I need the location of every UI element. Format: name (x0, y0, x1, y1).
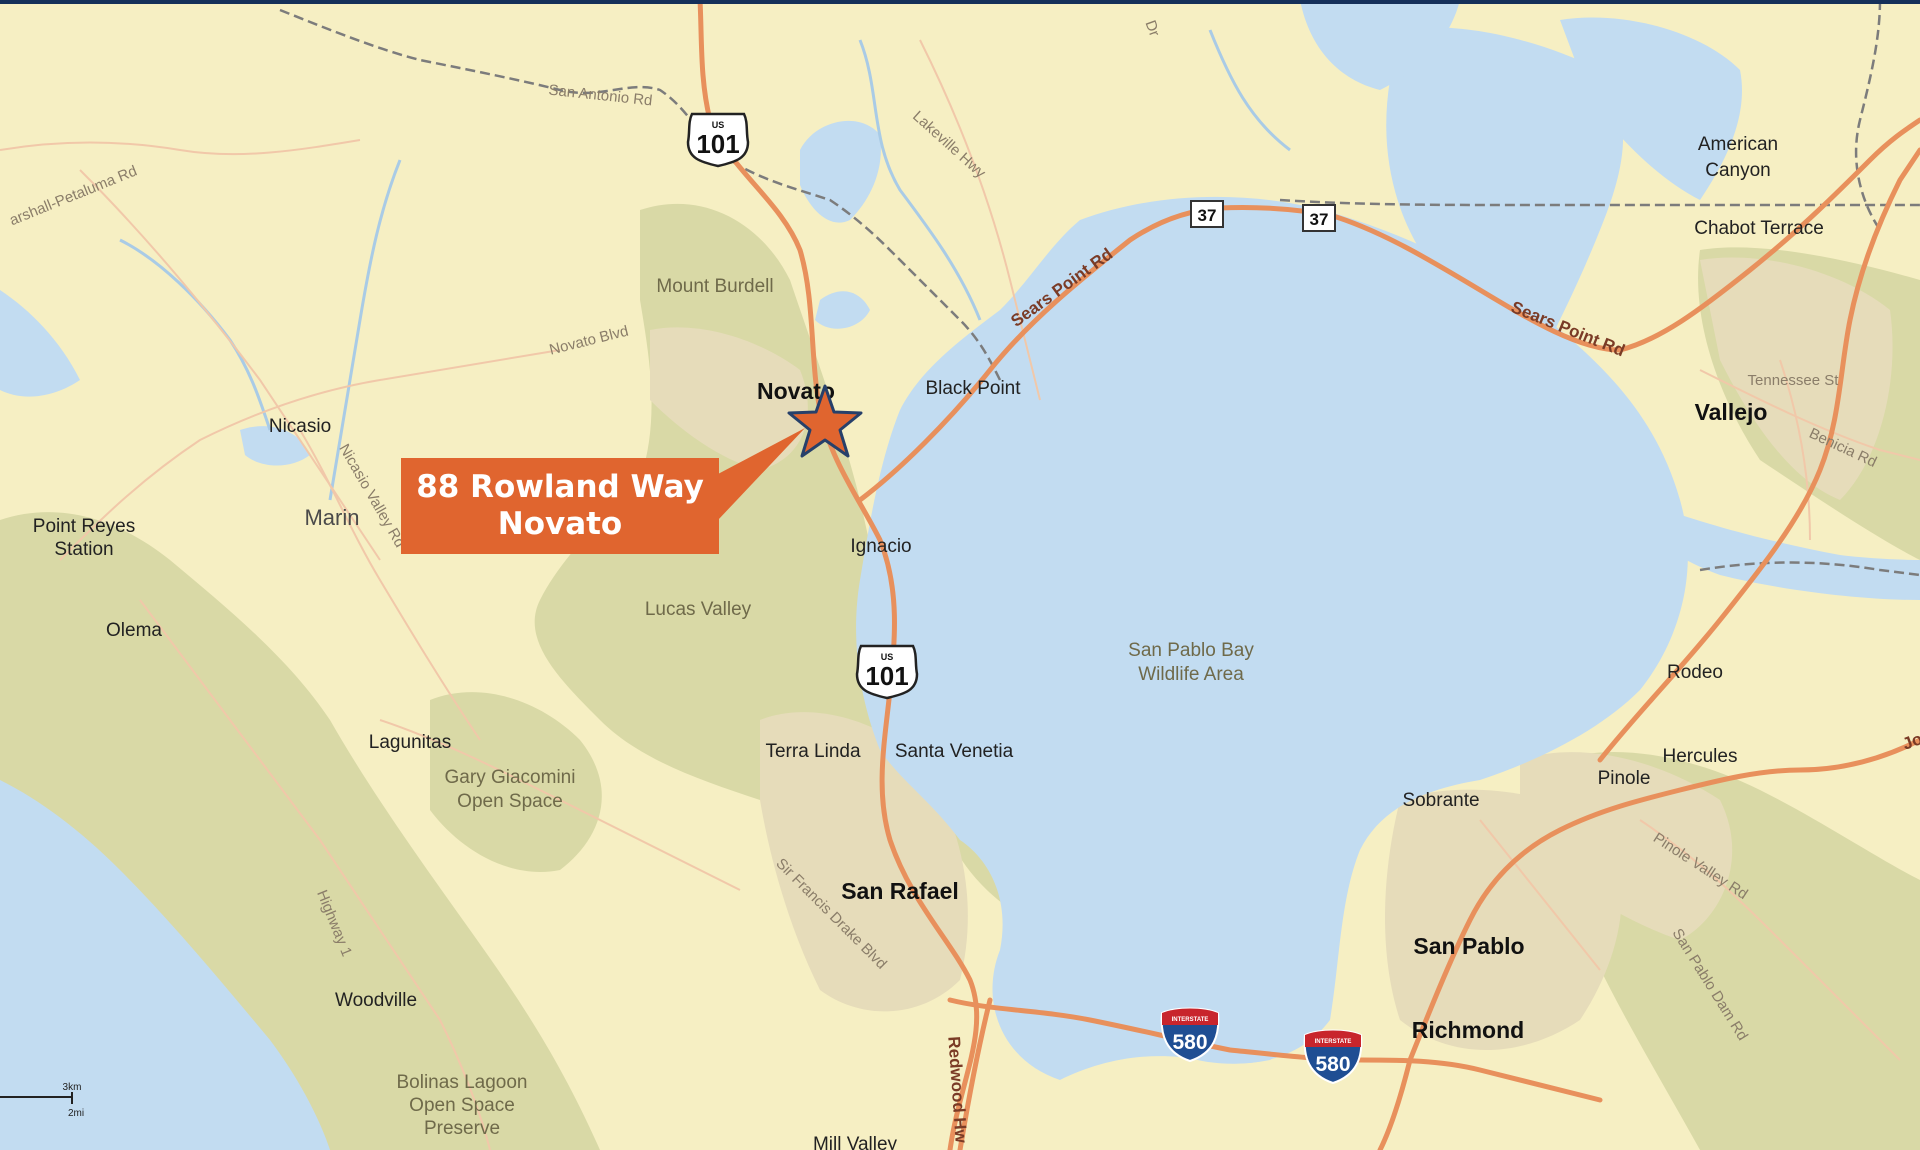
svg-text:INTERSTATE: INTERSTATE (1172, 1017, 1209, 1023)
callout-city: Novato (497, 506, 623, 542)
park-label-gary-giacomini-2: Open Space (457, 791, 563, 812)
callout-address: 88 Rowland Way (416, 469, 704, 505)
place-label-lagunitas: Lagunitas (369, 732, 451, 753)
sr37-shield-east: 37 (1302, 204, 1336, 232)
park-label-gary-giacomini-1: Gary Giacomini (445, 767, 576, 788)
i580-shield-east: INTERSTATE 580 (1303, 1029, 1363, 1085)
place-label-santa-venetia: Santa Venetia (895, 741, 1014, 762)
scale-bar: 3km 2mi (0, 1082, 84, 1119)
place-label-point-reyes-2: Station (54, 539, 113, 560)
region-label-marin: Marin (304, 505, 359, 530)
road-label-partial-right: Jo (1900, 729, 1920, 754)
sr37-route (857, 117, 1920, 503)
place-label-olema: Olema (106, 620, 162, 641)
us-highway-shield-icon (686, 112, 750, 168)
park-labels: Mount Burdell Lucas Valley Gary Giacomin… (397, 276, 1255, 1139)
park-label-bolinas-2: Open Space (409, 1095, 515, 1116)
place-label-pinole: Pinole (1598, 768, 1651, 789)
svg-text:101: 101 (696, 129, 739, 159)
place-label-mill-valley: Mill Valley (813, 1134, 898, 1150)
top-border (0, 0, 1920, 4)
place-label-ignacio: Ignacio (850, 536, 911, 557)
svg-text:US: US (712, 120, 725, 130)
city-label-vallejo: Vallejo (1695, 399, 1768, 425)
park-label-bolinas-1: Bolinas Lagoon (397, 1072, 528, 1093)
us101-shield-north: US 101 (686, 112, 750, 168)
us-highway-shield-icon (855, 644, 919, 700)
svg-text:580: 580 (1315, 1053, 1350, 1076)
park-label-san-pablo-bay-1: San Pablo Bay (1128, 640, 1254, 661)
star-icon[interactable] (787, 384, 863, 458)
road-label-tennessee: Tennessee St (1748, 372, 1840, 389)
svg-text:580: 580 (1172, 1031, 1207, 1054)
place-label-black-point: Black Point (925, 378, 1021, 399)
park-label-lucas-valley: Lucas Valley (645, 599, 752, 620)
place-labels: Nicasio Point Reyes Station Olema Laguni… (33, 134, 1824, 1150)
svg-text:INTERSTATE: INTERSTATE (1315, 1039, 1352, 1045)
place-label-sobrante: Sobrante (1402, 790, 1479, 811)
us101-shield-south: US 101 (855, 644, 919, 700)
place-label-chabot-terrace: Chabot Terrace (1694, 218, 1824, 239)
place-label-hercules: Hercules (1663, 746, 1738, 767)
place-label-point-reyes-1: Point Reyes (33, 516, 135, 537)
svg-text:37: 37 (1198, 206, 1217, 225)
park-label-mount-burdell: Mount Burdell (656, 276, 773, 297)
place-label-terra-linda: Terra Linda (765, 741, 860, 762)
i80-north (1597, 147, 1920, 763)
place-label-nicasio: Nicasio (269, 416, 331, 437)
i580-route (947, 997, 1603, 1103)
park-label-bolinas-3: Preserve (424, 1118, 500, 1139)
state-route-shield-icon (1190, 200, 1224, 228)
scale-label-km: 3km (63, 1082, 82, 1093)
place-label-rodeo: Rodeo (1667, 662, 1723, 683)
svg-text:101: 101 (865, 661, 908, 691)
minor-roads (0, 39, 1920, 1150)
place-label-american-canyon-1: American (1698, 134, 1778, 155)
us101-route (697, 0, 980, 1150)
callout-pointer (718, 428, 805, 520)
i80-route (1377, 737, 1920, 1150)
i580-shield-west: INTERSTATE 580 (1160, 1007, 1220, 1063)
city-label-san-pablo: San Pablo (1413, 933, 1524, 959)
state-route-shield-icon (1302, 204, 1336, 232)
city-labels: Novato San Rafael Vallejo San Pablo Rich… (757, 378, 1767, 1043)
svg-text:US: US (881, 652, 894, 662)
svg-text:37: 37 (1310, 210, 1329, 229)
place-label-american-canyon-2: Canyon (1705, 160, 1771, 181)
city-label-richmond: Richmond (1412, 1017, 1524, 1043)
park-label-san-pablo-bay-2: Wildlife Area (1138, 664, 1244, 685)
place-label-woodville: Woodville (335, 990, 417, 1011)
road-label-partial-top: Dr (1142, 18, 1163, 39)
scale-label-mi: 2mi (68, 1108, 84, 1119)
highways (697, 0, 1920, 1150)
property-callout: 88 Rowland Way Novato (401, 458, 719, 554)
sr37-shield-west: 37 (1190, 200, 1224, 228)
city-label-san-rafael: San Rafael (841, 878, 959, 904)
